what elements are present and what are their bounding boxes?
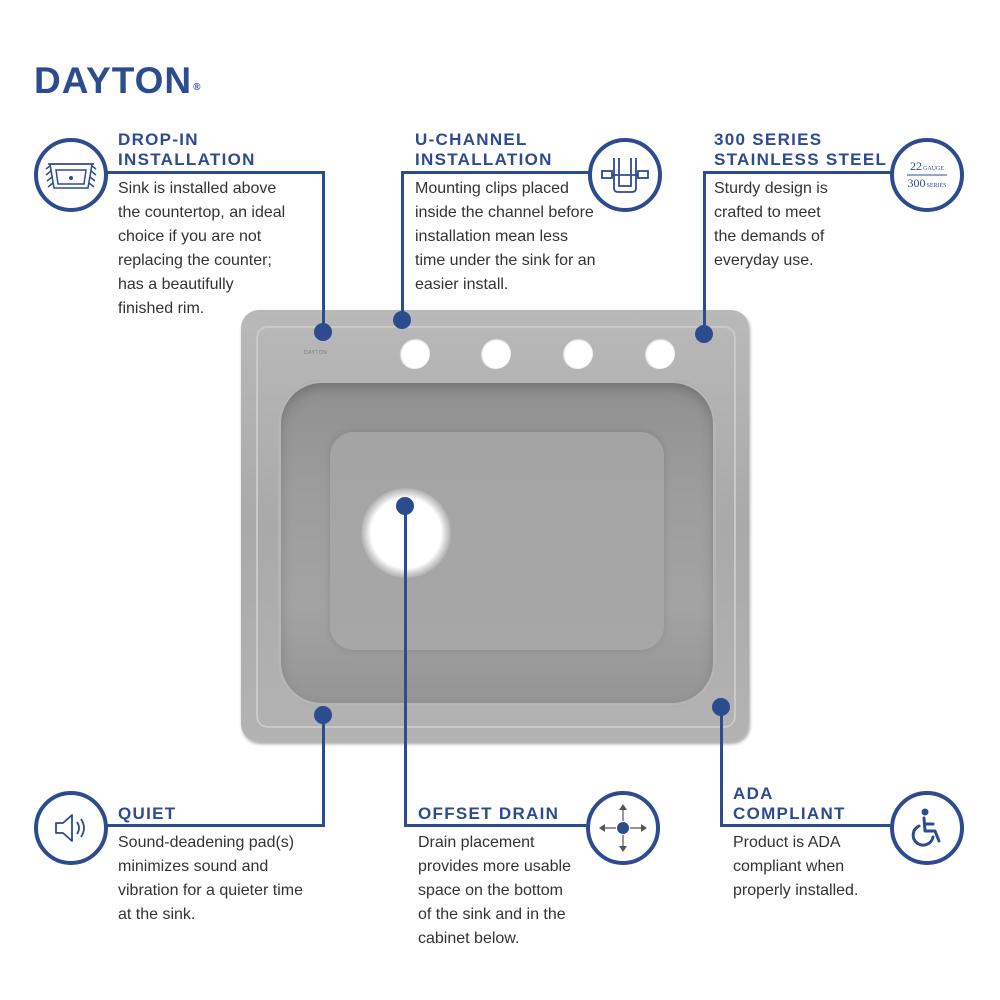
offset-drain-description-line: space on the bottom xyxy=(418,882,563,899)
stainless-description-line: everyday use. xyxy=(714,252,814,269)
quiet-description-line: minimizes sound and xyxy=(118,858,269,875)
registered-mark: ® xyxy=(193,82,202,93)
gauge-badge-icon: 22GAUGE 300SERIES xyxy=(890,138,964,212)
stainless-title-line: STAINLESS STEEL xyxy=(714,150,888,169)
offset-drain-callout-dot xyxy=(396,497,414,515)
brand-logo: DAYTON® xyxy=(34,60,202,102)
u-channel-clip-icon xyxy=(588,138,662,212)
quiet-connector-line xyxy=(322,714,325,827)
drop-in-description: Sink is installed above the countertop, … xyxy=(118,177,285,321)
faucet-hole xyxy=(480,338,511,369)
drop-in-description-line: choice if you are not xyxy=(118,228,262,245)
svg-text:22GAUGE: 22GAUGE xyxy=(910,159,944,173)
drop-in-description-line: replacing the counter; xyxy=(118,252,272,269)
stainless-connector-line xyxy=(703,171,706,333)
stainless-description: Sturdy design is crafted to meet the dem… xyxy=(714,177,828,273)
badge-series-number: 300 xyxy=(907,176,925,190)
badge-series-label: SERIES xyxy=(926,183,946,189)
u-channel-connector-line xyxy=(401,171,404,321)
ada-callout-dot xyxy=(712,698,730,716)
drop-in-title-line: DROP-IN xyxy=(118,130,199,149)
ada-title-line: ADA xyxy=(733,784,774,803)
quiet-description: Sound-deadening pad(s) minimizes sound a… xyxy=(118,831,303,927)
stainless-description-line: the demands of xyxy=(714,228,825,245)
drop-in-sink-icon xyxy=(34,138,108,212)
drop-in-connector-line xyxy=(322,171,325,331)
offset-drain-connector-line xyxy=(404,824,589,827)
u-channel-callout-dot xyxy=(393,311,411,329)
quiet-connector-line xyxy=(105,824,325,827)
sink-rim xyxy=(256,326,736,728)
four-way-arrows-icon xyxy=(586,791,660,865)
stainless-description-line: Sturdy design is xyxy=(714,180,828,197)
faucet-hole xyxy=(399,338,430,369)
drop-in-callout-dot xyxy=(314,323,332,341)
stainless-description-line: crafted to meet xyxy=(714,204,821,221)
quiet-title: QUIET xyxy=(118,804,177,823)
ada-connector-line xyxy=(720,706,723,827)
wheelchair-icon xyxy=(890,791,964,865)
quiet-callout-dot xyxy=(314,706,332,724)
u-channel-description-line: easier install. xyxy=(415,276,509,293)
stainless-title-line: 300 SERIES xyxy=(714,130,823,149)
u-channel-description-line: inside the channel before xyxy=(415,204,594,221)
offset-drain-description-line: of the sink and in the xyxy=(418,906,566,923)
stainless-connector-line xyxy=(703,171,893,174)
u-channel-description-line: Mounting clips placed xyxy=(415,180,569,197)
drop-in-description-line: the countertop, an ideal xyxy=(118,204,286,221)
sink-bowl xyxy=(278,380,716,706)
sink-maker-mark: DAYTON xyxy=(304,350,328,356)
offset-drain-description: Drain placement provides more usable spa… xyxy=(418,831,571,951)
ada-connector-line xyxy=(720,824,895,827)
brand-name: DAYTON xyxy=(34,60,193,101)
quiet-description-line: at the sink. xyxy=(118,906,196,923)
drop-in-connector-line xyxy=(105,171,325,174)
u-channel-title-line: INSTALLATION xyxy=(415,150,553,169)
u-channel-description-line: installation mean less xyxy=(415,228,568,245)
ada-description-line: compliant when xyxy=(733,858,845,875)
offset-drain-description-line: cabinet below. xyxy=(418,930,520,947)
u-channel-description: Mounting clips placed inside the channel… xyxy=(415,177,596,297)
quiet-description-line: Sound-deadening pad(s) xyxy=(118,834,295,851)
badge-gauge-label: GAUGE xyxy=(923,166,944,172)
drop-in-description-line: finished rim. xyxy=(118,300,205,317)
stainless-callout-dot xyxy=(695,325,713,343)
u-channel-connector-line xyxy=(401,171,591,174)
faucet-hole xyxy=(562,338,593,369)
ada-description: Product is ADA compliant when properly i… xyxy=(733,831,858,903)
drop-in-description-line: Sink is installed above xyxy=(118,180,277,197)
faucet-hole xyxy=(644,338,675,369)
ada-description-line: properly installed. xyxy=(733,882,859,899)
ada-description-line: Product is ADA xyxy=(733,834,841,851)
svg-text:300SERIES: 300SERIES xyxy=(907,176,946,190)
ada-title-line: COMPLIANT xyxy=(733,804,846,823)
u-channel-title-line: U-CHANNEL xyxy=(415,130,528,149)
offset-drain-description-line: Drain placement xyxy=(418,834,535,851)
drop-in-title-line: INSTALLATION xyxy=(118,150,256,169)
u-channel-description-line: time under the sink for an xyxy=(415,252,596,269)
offset-drain-description-line: provides more usable xyxy=(418,858,571,875)
sink-image: DAYTON xyxy=(241,310,749,742)
speaker-icon xyxy=(34,791,108,865)
offset-drain-title: OFFSET DRAIN xyxy=(418,804,560,823)
badge-gauge-number: 22 xyxy=(910,159,922,173)
offset-drain-connector-line xyxy=(404,505,407,827)
quiet-description-line: vibration for a quieter time xyxy=(118,882,303,899)
drop-in-description-line: has a beautifully xyxy=(118,276,234,293)
